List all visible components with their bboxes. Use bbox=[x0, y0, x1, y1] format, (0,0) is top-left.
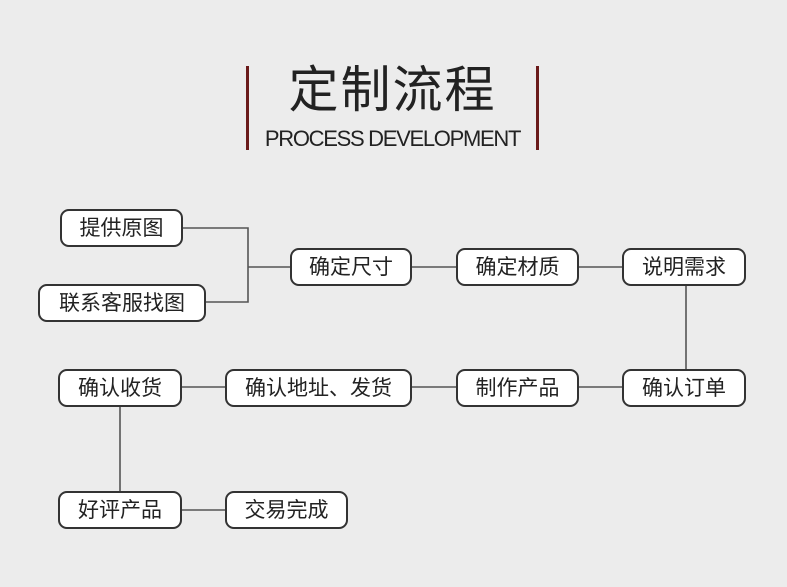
node-confirm-receipt: 确认收货 bbox=[58, 369, 182, 407]
node-explain-requirements: 说明需求 bbox=[622, 248, 746, 286]
node-deal-complete: 交易完成 bbox=[225, 491, 348, 529]
node-provide-original-image: 提供原图 bbox=[60, 209, 183, 247]
node-good-review: 好评产品 bbox=[58, 491, 182, 529]
title-english: PROCESS DEVELOPMENT bbox=[264, 126, 522, 151]
title-left-bar bbox=[246, 66, 249, 150]
title-chinese: 定制流程 bbox=[288, 61, 497, 119]
title-right-bar bbox=[536, 66, 539, 150]
node-make-product: 制作产品 bbox=[456, 369, 579, 407]
node-contact-service-find-image: 联系客服找图 bbox=[38, 284, 206, 322]
node-confirm-size: 确定尺寸 bbox=[290, 248, 412, 286]
node-confirm-order: 确认订单 bbox=[622, 369, 746, 407]
connector-contact-service-to-merge bbox=[206, 267, 249, 303]
node-confirm-address-ship: 确认地址、发货 bbox=[225, 369, 412, 407]
node-confirm-material: 确定材质 bbox=[456, 248, 579, 286]
connector-provide-image-to-merge bbox=[183, 227, 249, 267]
